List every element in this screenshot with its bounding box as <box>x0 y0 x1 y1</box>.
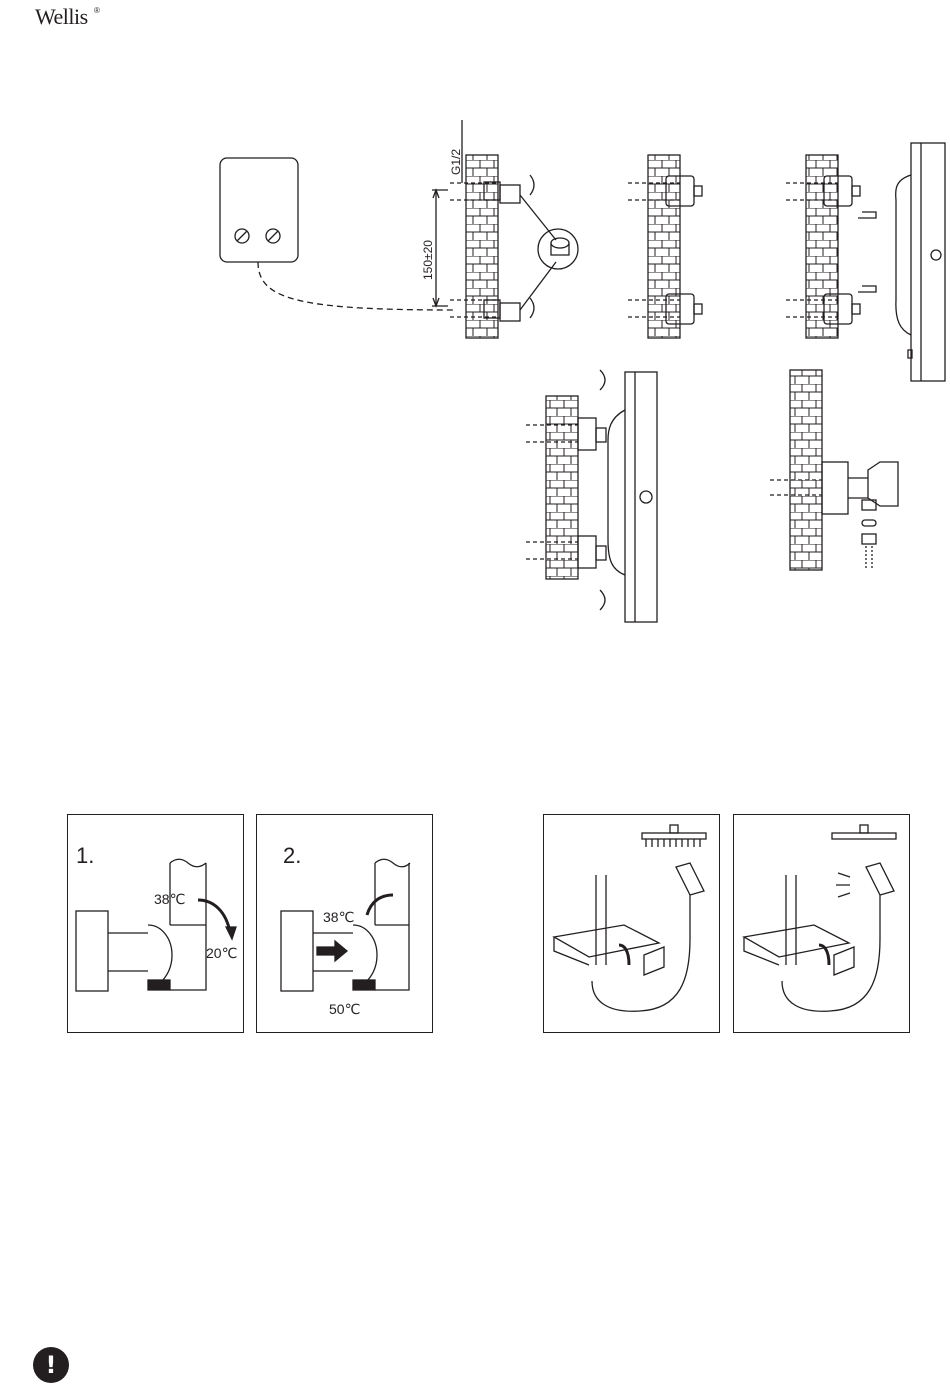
thread-label: G1/2 <box>449 149 463 175</box>
spacing-label: 150±20 <box>421 240 435 280</box>
hand-shower-panel <box>733 814 910 1033</box>
push-arrow-icon <box>317 941 347 961</box>
step-2-panel: 2. 38℃ 50℃ <box>256 814 433 1033</box>
overhead-shower-illustration <box>544 815 719 1032</box>
step-1-panel: 1. 38℃ 20℃ <box>67 814 244 1033</box>
step-2-temp-hot: 50℃ <box>329 1001 360 1018</box>
wall-step-3 <box>786 143 945 381</box>
mixer-illustration <box>68 815 243 1032</box>
wall-step-2 <box>628 155 702 338</box>
water-heater <box>220 158 455 310</box>
wall-shower-holder <box>770 370 898 570</box>
installation-diagram: G1/2 150±20 <box>0 0 950 640</box>
wall-step-1: G1/2 150±20 <box>421 120 578 338</box>
step-1-temp-cold: 20℃ <box>206 945 237 962</box>
hand-shower-illustration <box>734 815 909 1032</box>
step-2-temp-default: 38℃ <box>323 909 354 926</box>
arrow-icon <box>858 212 876 292</box>
step-1-temp-default: 38℃ <box>154 891 185 908</box>
wall-assembled <box>526 370 657 622</box>
exclamation-icon: ! <box>33 1347 69 1383</box>
overhead-shower-panel <box>543 814 720 1033</box>
